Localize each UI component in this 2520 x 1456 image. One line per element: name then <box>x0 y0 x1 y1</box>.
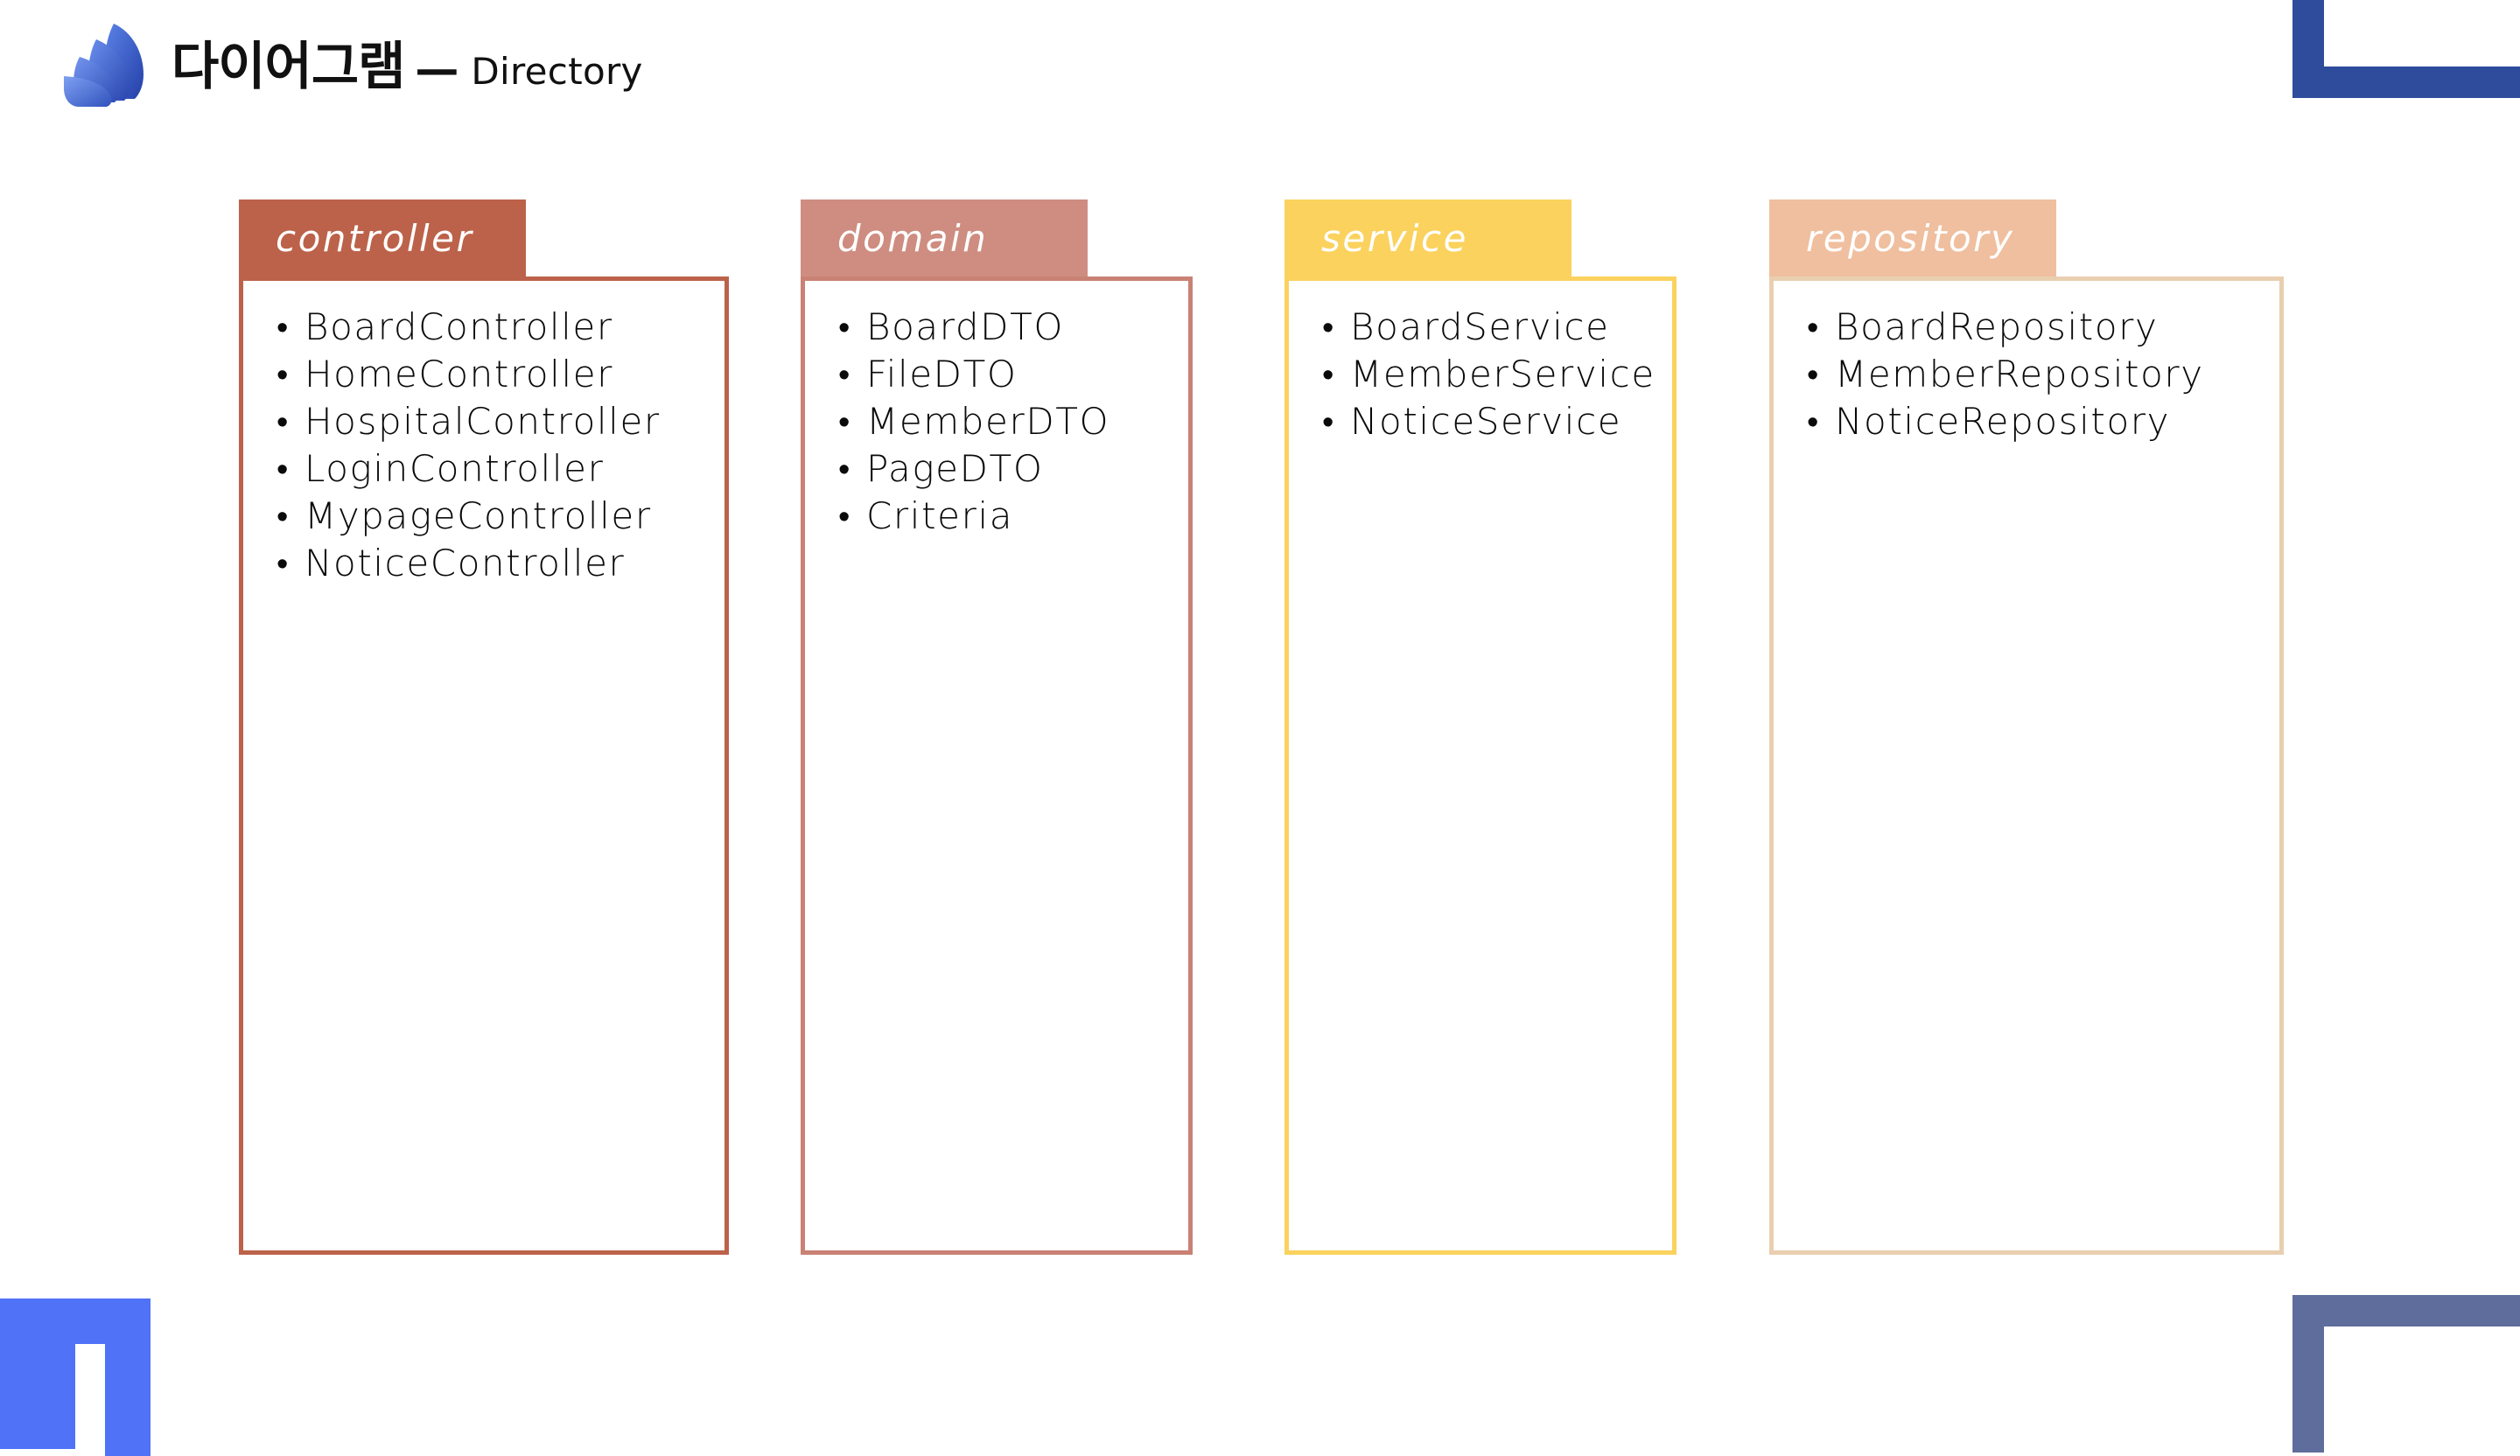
package-body-domain: BoardDTO FileDTO MemberDTO PageDTO Crite… <box>801 276 1193 1255</box>
package-item-list: BoardDTO FileDTO MemberDTO PageDTO Crite… <box>805 281 1188 540</box>
page-title: 다이어그램 <box>172 35 405 96</box>
list-item: FileDTO <box>838 351 1180 398</box>
list-item: LoginController <box>276 445 716 493</box>
package-tab-controller[interactable]: controller <box>239 200 526 277</box>
package-repository[interactable]: repository BoardRepository MemberReposit… <box>1769 200 2284 1255</box>
list-item: NoticeController <box>276 540 716 587</box>
corner-bracket-bottom-left <box>0 1298 150 1456</box>
package-diagram: controller BoardController HomeControlle… <box>0 0 2520 1418</box>
list-item: Criteria <box>838 493 1180 540</box>
corner-square-bottom-left <box>0 1344 75 1449</box>
package-body-controller: BoardController HomeController HospitalC… <box>239 276 729 1255</box>
list-item: BoardRepository <box>1807 304 2271 351</box>
page-header: 다이어그램 — Directory <box>52 19 643 112</box>
list-item: NoticeService <box>1322 398 1663 445</box>
package-tab-repository[interactable]: repository <box>1769 200 2056 277</box>
package-item-list: BoardRepository MemberRepository NoticeR… <box>1774 281 2279 445</box>
package-tab-label: repository <box>1806 216 2015 260</box>
list-item: PageDTO <box>838 445 1180 493</box>
list-item: MemberDTO <box>838 398 1180 445</box>
list-item: MemberRepository <box>1807 351 2271 398</box>
list-item: HomeController <box>276 351 716 398</box>
package-body-repository: BoardRepository MemberRepository NoticeR… <box>1769 276 2284 1255</box>
list-item: NoticeRepository <box>1807 398 2271 445</box>
page-subtitle: Directory <box>471 49 643 93</box>
package-body-service: BoardService MemberService NoticeService <box>1284 276 1676 1255</box>
title-separator-dash: — <box>415 43 459 94</box>
package-item-list: BoardService MemberService NoticeService <box>1289 281 1672 445</box>
list-item: MypageController <box>276 493 716 540</box>
list-item: HospitalController <box>276 398 716 445</box>
corner-bracket-bottom-right <box>2292 1295 2520 1452</box>
list-item: BoardDTO <box>838 304 1180 351</box>
package-item-list: BoardController HomeController HospitalC… <box>243 281 724 587</box>
package-domain[interactable]: domain BoardDTO FileDTO MemberDTO PageDT… <box>801 200 1193 1255</box>
feather-wing-logo-icon <box>64 24 144 107</box>
package-controller[interactable]: controller BoardController HomeControlle… <box>239 200 729 1255</box>
package-tab-label: controller <box>276 216 474 260</box>
package-tab-service[interactable]: service <box>1284 200 1572 277</box>
corner-bracket-top-right <box>2292 0 2520 98</box>
package-tab-label: service <box>1321 216 1468 260</box>
package-tab-domain[interactable]: domain <box>801 200 1088 277</box>
list-item: BoardService <box>1322 304 1663 351</box>
list-item: MemberService <box>1322 351 1663 398</box>
package-service[interactable]: service BoardService MemberService Notic… <box>1284 200 1676 1255</box>
list-item: BoardController <box>276 304 716 351</box>
package-tab-label: domain <box>837 216 989 260</box>
